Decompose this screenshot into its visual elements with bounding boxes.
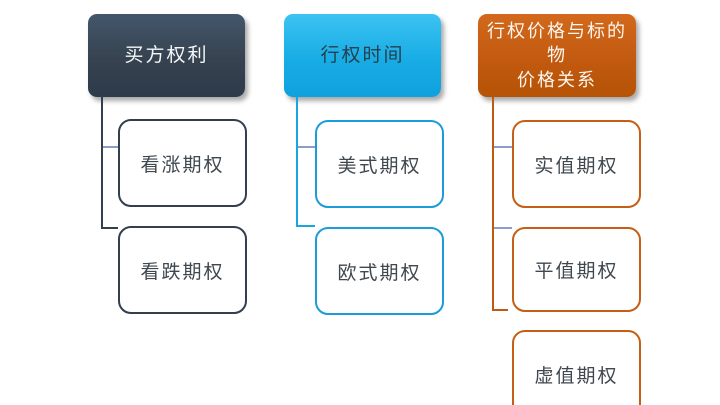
- header-strike-price-relation: 行权价格与标的物 价格关系: [478, 14, 636, 97]
- header-strike-price-relation-label: 行权价格与标的物 价格关系: [487, 21, 627, 90]
- node-otm-option: 虚值期权: [512, 330, 641, 405]
- node-itm-option: 实值期权: [512, 120, 641, 208]
- connector-stub-itm-option: [494, 146, 512, 148]
- header-buyer-rights-label: 买方权利: [124, 44, 209, 66]
- node-atm-option-label: 平值期权: [534, 261, 619, 282]
- node-call-option: 看涨期权: [118, 119, 247, 207]
- node-american-option-label: 美式期权: [337, 155, 422, 177]
- connector-trunk-col3: [492, 97, 494, 311]
- header-exercise-time: 行权时间: [284, 14, 441, 97]
- node-itm-option-label: 实值期权: [534, 155, 619, 177]
- node-call-option-label: 看涨期权: [140, 154, 225, 176]
- connector-trunk-col1: [101, 97, 103, 229]
- connector-elbow-otm-option: [492, 309, 508, 311]
- connector-stub-call-option: [103, 146, 118, 148]
- header-buyer-rights: 买方权利: [88, 14, 245, 97]
- connector-stub-atm-option: [494, 227, 512, 229]
- node-atm-option: 平值期权: [512, 227, 641, 312]
- connector-elbow-put-option: [101, 227, 118, 229]
- node-otm-option-label: 虚值期权: [534, 365, 619, 387]
- node-put-option: 看跌期权: [118, 226, 247, 314]
- node-european-option: 欧式期权: [315, 227, 444, 315]
- node-european-option-label: 欧式期权: [337, 262, 422, 284]
- connector-trunk-col2: [296, 97, 298, 227]
- node-american-option: 美式期权: [315, 120, 444, 208]
- header-exercise-time-label: 行权时间: [320, 44, 405, 66]
- connector-stub-american-option: [298, 146, 315, 148]
- node-put-option-label: 看跌期权: [140, 261, 225, 283]
- connector-elbow-european-option: [296, 225, 315, 227]
